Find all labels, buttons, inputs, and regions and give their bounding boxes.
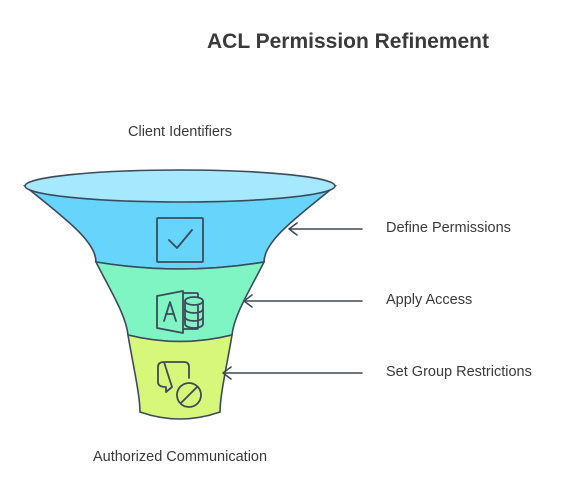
- funnel-input-label: Client Identifiers: [128, 124, 232, 140]
- funnel-output-label: Authorized Communication: [92, 449, 268, 465]
- step-label-define-permissions: Define Permissions: [386, 220, 511, 236]
- access-database-icon: [156, 290, 204, 334]
- arrow-set-group-restrictions: [222, 366, 363, 380]
- funnel-rim: [24, 169, 336, 203]
- funnel-segment-set-group-restrictions: [127, 333, 233, 420]
- step-label-set-group-restrictions: Set Group Restrictions: [386, 364, 532, 380]
- step-label-apply-access: Apply Access: [386, 292, 473, 308]
- chat-restricted-icon: [157, 361, 202, 408]
- arrow-define-permissions: [288, 222, 363, 236]
- arrow-apply-access: [243, 294, 363, 308]
- checkbox-icon: [156, 217, 204, 263]
- page-title: ACL Permission Refinement: [206, 30, 489, 53]
